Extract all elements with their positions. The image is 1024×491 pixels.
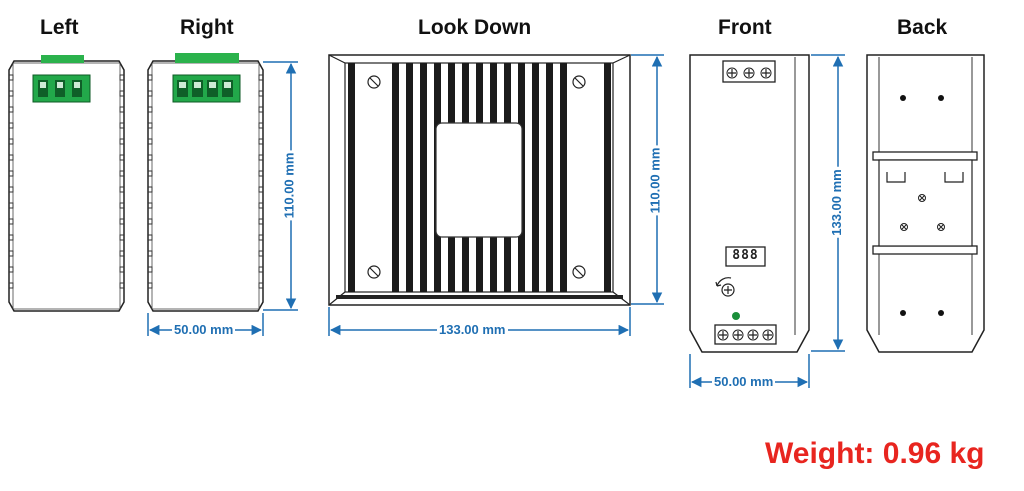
front-height-label: 133.00 mm xyxy=(828,167,844,238)
title-front: Front xyxy=(718,16,772,39)
look-down-view xyxy=(328,54,664,336)
top-width-label: 133.00 mm xyxy=(437,322,508,337)
top-height-label: 110.00 mm xyxy=(647,145,663,216)
back-view xyxy=(866,54,985,353)
right-width-label: 50.00 mm xyxy=(172,322,236,337)
title-right: Right xyxy=(180,16,234,39)
right-terminal-block xyxy=(172,53,241,103)
back-mount-holes xyxy=(900,95,944,316)
front-display xyxy=(725,246,766,267)
corner-screws xyxy=(367,75,586,279)
left-terminal-block xyxy=(32,55,91,103)
right-fins xyxy=(148,74,263,289)
right-view xyxy=(147,53,298,336)
front-bottom-terminal xyxy=(714,324,777,345)
front-width-label: 50.00 mm xyxy=(712,374,776,389)
weight-label: Weight: 0.96 kg xyxy=(765,437,985,470)
left-fins xyxy=(9,74,124,289)
title-look-down: Look Down xyxy=(418,16,532,39)
front-top-terminal xyxy=(722,60,776,83)
right-height-label: 110.00 mm xyxy=(281,150,297,221)
status-led xyxy=(732,312,740,320)
label-panel xyxy=(435,122,523,238)
display-readout: 888 xyxy=(732,248,759,263)
front-view xyxy=(689,54,845,388)
left-view xyxy=(8,55,125,312)
title-back: Back xyxy=(897,16,948,39)
din-rail-clip xyxy=(872,151,978,255)
title-left: Left xyxy=(40,16,79,39)
adjust-potentiometer-icon xyxy=(715,277,735,297)
